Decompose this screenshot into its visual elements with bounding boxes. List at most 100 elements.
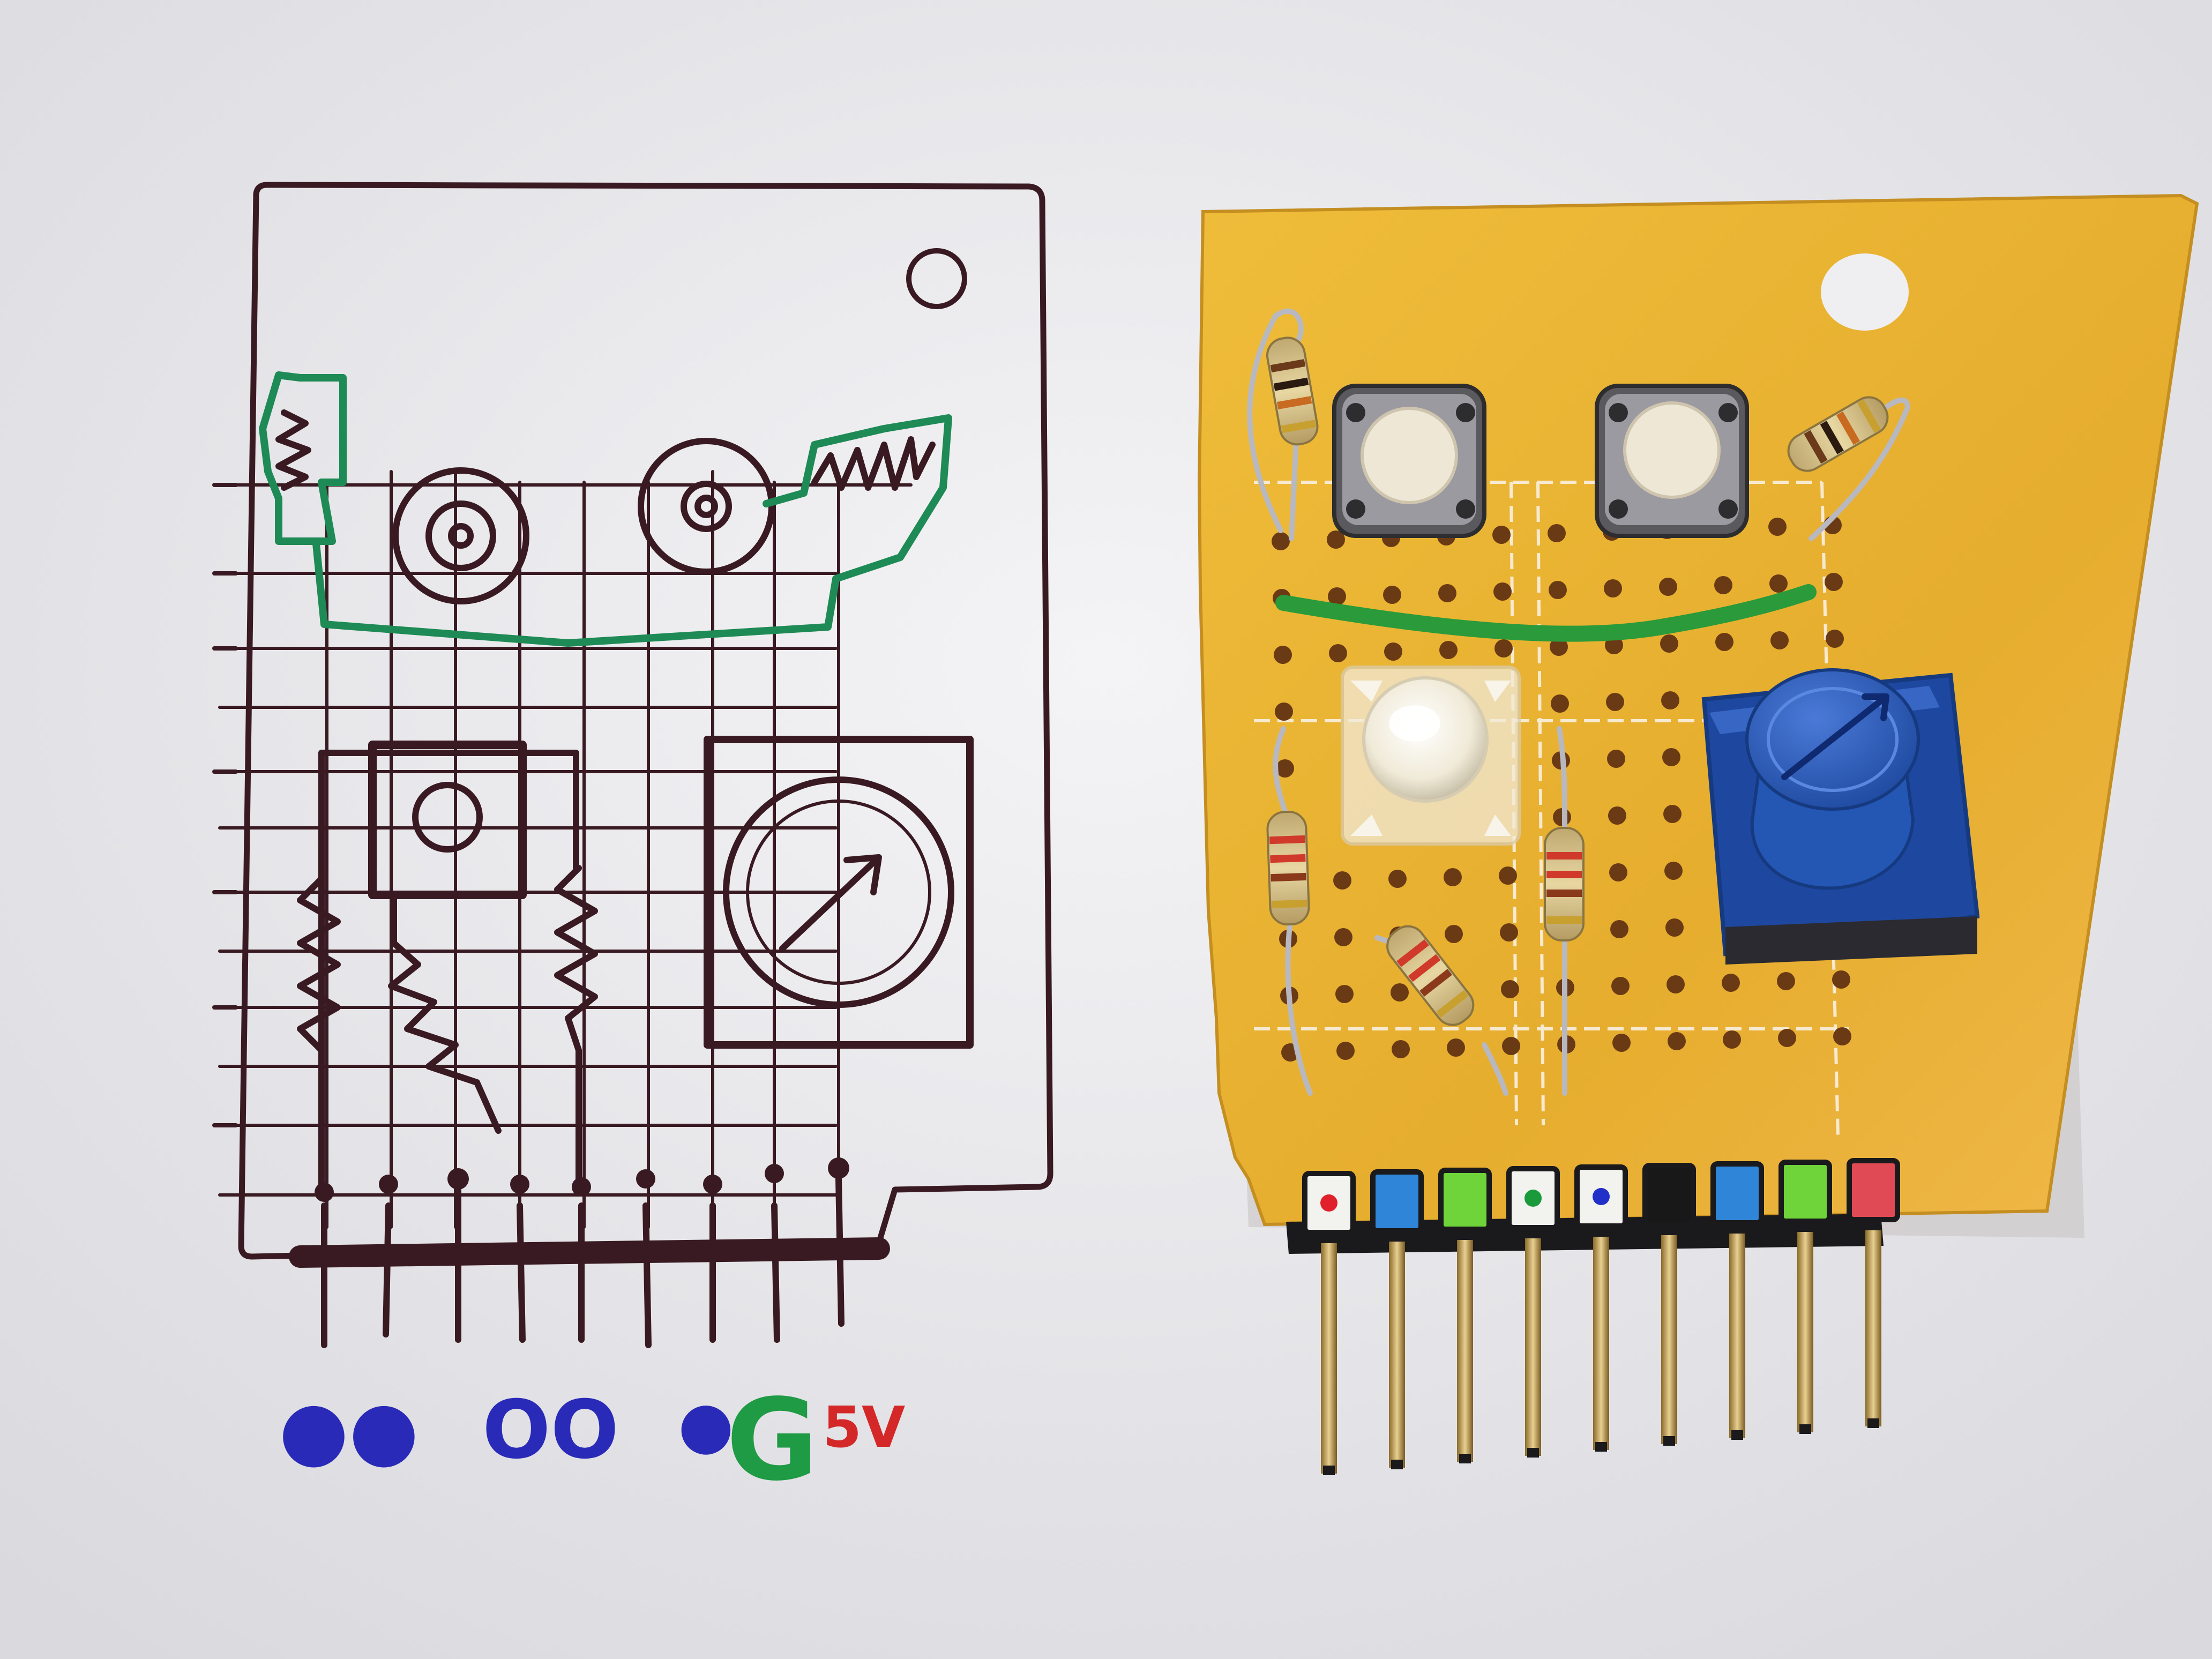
board-hole [1722, 974, 1740, 992]
resistor-led-right [1544, 827, 1585, 941]
push-button-left [1332, 384, 1486, 538]
sketch-mounting-hole [906, 248, 967, 309]
board-hole [1501, 980, 1519, 998]
sketch-pot-arrow [779, 854, 882, 952]
board-hole [1445, 925, 1463, 943]
header-pin [1710, 1161, 1764, 1440]
sketch-header-bar [289, 1237, 890, 1268]
board-hole [1276, 759, 1294, 778]
board-hole [1667, 975, 1685, 993]
board-hole [1327, 530, 1345, 549]
resistor-top-left [1266, 337, 1319, 446]
sketch-resistor-low-left [297, 876, 341, 1053]
board-hole [1768, 518, 1787, 536]
board-hole [1329, 644, 1347, 662]
header-pin [1370, 1169, 1424, 1469]
resistor-top-right [1787, 396, 1889, 472]
board-hole [1492, 526, 1511, 544]
header-pin [1778, 1160, 1832, 1434]
board-hole [1493, 582, 1512, 601]
board-hole [1661, 691, 1679, 709]
resistor-legs [1247, 308, 1911, 1096]
header-pin [1847, 1158, 1900, 1428]
rgb-led [1341, 666, 1521, 846]
sketch-pin-dots [315, 1157, 849, 1202]
board-hole [1723, 1030, 1741, 1049]
push-button-right [1595, 384, 1749, 538]
sketch-board-outline [238, 182, 1053, 1260]
board-hole [1610, 920, 1628, 938]
board-hole [1778, 1029, 1796, 1047]
sketch-pot-dial [723, 776, 954, 1008]
sketch-led-box [368, 741, 527, 899]
board-hole [1439, 641, 1458, 659]
board-hole [1328, 587, 1346, 606]
board-hole [1668, 1032, 1686, 1050]
board-hole [1500, 923, 1518, 941]
board-hole [1549, 581, 1567, 599]
board-hole [1832, 970, 1850, 989]
board-hole [1335, 985, 1354, 1003]
sketch-pins [321, 1176, 845, 1348]
sketch-pot-box [704, 736, 974, 1049]
board-hole [1609, 863, 1627, 881]
board-hole [1769, 574, 1788, 593]
header-pin [1642, 1163, 1696, 1446]
board-hole [1604, 579, 1622, 597]
board-hole [1833, 1027, 1851, 1045]
header-pin [1506, 1166, 1560, 1458]
pin-label-io1: ●● [279, 1384, 419, 1477]
board-hole [1334, 928, 1352, 946]
board-hole [1665, 918, 1684, 937]
board-hole [1384, 642, 1402, 661]
resistor-led-left [1266, 810, 1310, 926]
sketch-led [412, 782, 483, 853]
board-hole [1333, 871, 1351, 890]
board-hole [1664, 862, 1683, 880]
board-hole [1770, 631, 1789, 649]
board-hole [1715, 633, 1733, 651]
hand-drawn-sketch [212, 182, 1053, 1348]
header-pins [1302, 1158, 1900, 1475]
board-hole [1275, 703, 1293, 721]
potentiometer [1701, 668, 1980, 965]
board-hole [1383, 586, 1401, 604]
board-hole [1825, 573, 1843, 591]
board-hole [1777, 972, 1795, 990]
sketch-edge-ticks [212, 483, 238, 1127]
board-hole [1659, 578, 1677, 596]
board-hole [1272, 532, 1290, 550]
sketch-pin-labels: ●● OO ● G 5V [279, 1374, 905, 1506]
header-pin [1302, 1171, 1356, 1475]
board-hole [1336, 1042, 1355, 1060]
board-hole [1494, 639, 1513, 657]
sketch-resistor-low-mid [388, 892, 502, 1134]
board-hole [1826, 630, 1844, 648]
board-hole [1548, 524, 1566, 542]
board-hole [1551, 694, 1569, 713]
board-hole [1499, 866, 1517, 885]
sketch-button-right [638, 438, 775, 575]
board-mounting-hole [1821, 253, 1909, 331]
board-hole [1608, 806, 1626, 825]
board-hole [1447, 1038, 1465, 1057]
board-hole [1438, 584, 1456, 602]
board-hole [1388, 870, 1407, 888]
sketch-pot-dial-inner [746, 799, 931, 985]
board-hole [1502, 1037, 1520, 1055]
board-hole [1606, 693, 1624, 711]
sketch-resistor-top-left [275, 409, 311, 491]
board-hole [1391, 983, 1409, 1002]
sketch-button-left [392, 467, 529, 604]
board-hole [1714, 576, 1732, 594]
board-hole [1611, 977, 1630, 995]
header-pin [1438, 1168, 1492, 1463]
board-hole [1662, 748, 1680, 766]
sketch-resistor-low-right [554, 865, 598, 1195]
board-hole [1663, 805, 1682, 823]
board-hole [1550, 638, 1568, 656]
green-jumper-wire [1275, 584, 1817, 642]
pin-label-5v: 5V [823, 1395, 905, 1460]
board-hole [1392, 1040, 1410, 1058]
